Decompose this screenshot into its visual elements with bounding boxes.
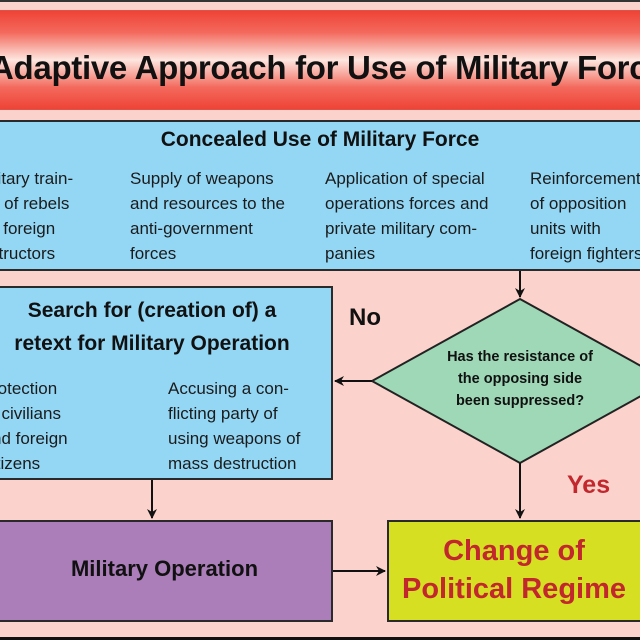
text-line: the opposing side [457, 371, 583, 387]
text-line: operations forces and [325, 194, 489, 213]
frame-top-line [0, 0, 640, 2]
text-line: Change of [443, 535, 585, 567]
regime-change-box: Change of Political Regime [387, 520, 640, 622]
concealed-item-training: ilitary train- g of rebels y foreign str… [0, 166, 73, 266]
text-line: of opposition [530, 194, 627, 213]
text-line: foreign fighters [530, 244, 640, 263]
text-line: anti-government [130, 219, 253, 238]
pretext-heading: Search for (creation of) a retext for Mi… [0, 294, 336, 360]
text-line: Supply of weapons [130, 169, 274, 188]
diagram-title: Adaptive Approach for Use of Military Fo… [0, 49, 640, 86]
text-line: panies [325, 244, 376, 263]
yes-branch-label: Yes [567, 471, 611, 499]
heading-line: Search for (creation of) a [27, 299, 277, 322]
pretext-item-protection: rotection f civilians nd foreign itizens [0, 376, 68, 476]
text-line: and resources to the [130, 194, 285, 213]
pretext-item-wmd-accusation: Accusing a con- flicting party of using … [168, 376, 300, 476]
text-line: been suppressed? [455, 393, 585, 409]
text-line: units with [530, 219, 601, 238]
military-operation-label: Military Operation [70, 556, 259, 581]
concealed-use-heading: Concealed Use of Military Force [160, 128, 480, 151]
text-line: rotection [0, 379, 58, 398]
no-branch-label: No [349, 304, 381, 331]
text-line: f civilians [0, 404, 61, 423]
text-line: Has the resistance of [447, 349, 593, 365]
text-line: forces [130, 244, 177, 263]
decision-question: Has the resistance of the opposing side … [405, 346, 635, 412]
concealed-item-special-forces: Application of special operations forces… [325, 166, 489, 266]
text-line: ilitary train- [0, 169, 74, 188]
text-line: itizens [0, 454, 41, 473]
text-line: y foreign [0, 219, 56, 238]
concealed-item-reinforcement: Reinforcement of opposition units with f… [530, 166, 640, 266]
text-line: flicting party of [168, 404, 278, 423]
concealed-use-box: Concealed Use of Military Force ilitary … [0, 120, 640, 271]
military-operation-box: Military Operation [0, 520, 333, 622]
text-line: private military com- [325, 219, 478, 238]
regime-change-label: Change of Political Regime [389, 532, 639, 608]
text-line: structors [0, 244, 56, 263]
text-line: Reinforcement [530, 169, 640, 188]
concealed-item-supply: Supply of weapons and resources to the a… [130, 166, 285, 266]
text-line: g of rebels [0, 194, 70, 213]
frame-bottom-line [0, 637, 640, 640]
text-line: Political Regime [401, 573, 626, 605]
pretext-box: Search for (creation of) a retext for Mi… [0, 286, 333, 480]
text-line: using weapons of [168, 429, 301, 448]
text-line: Application of special [325, 169, 485, 188]
text-line: nd foreign [0, 429, 68, 448]
text-line: mass destruction [168, 454, 297, 473]
title-banner: Adaptive Approach for Use of Military Fo… [0, 10, 640, 110]
text-line: Accusing a con- [168, 379, 289, 398]
heading-line: retext for Military Operation [14, 332, 290, 355]
